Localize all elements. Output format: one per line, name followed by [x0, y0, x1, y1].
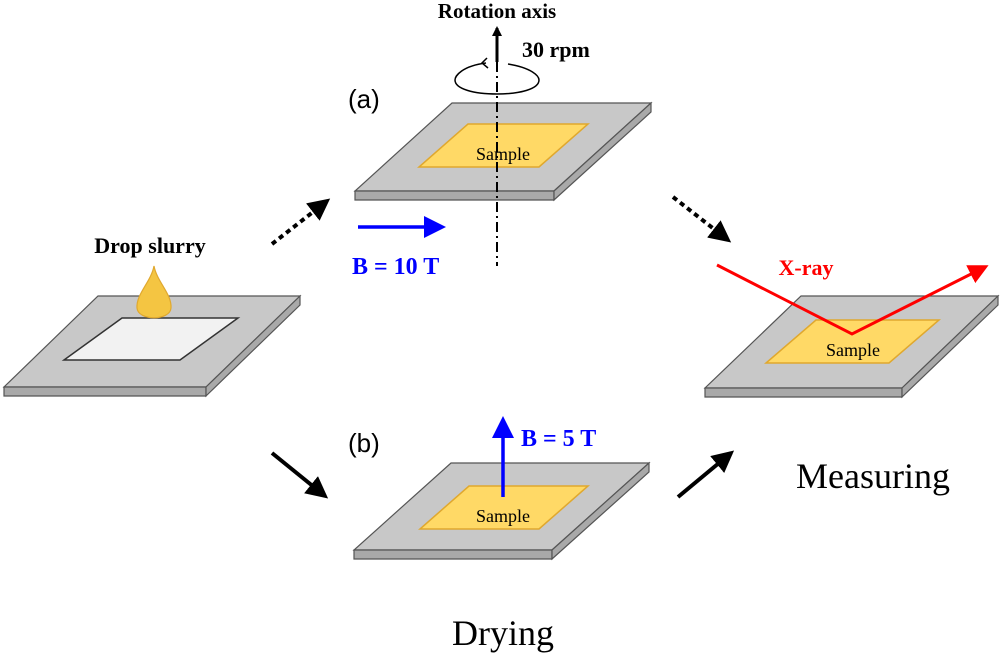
rotation-axis-label: Rotation axis [438, 0, 556, 23]
arrow-a-to-measuring [671, 195, 732, 243]
measuring-plate [703, 294, 1000, 399]
sample-b-label: Sample [476, 506, 530, 526]
sample-a [417, 123, 590, 168]
measuring-label: Measuring [796, 456, 950, 496]
sample-c-label: Sample [826, 340, 880, 360]
slurry-plate [2, 265, 302, 398]
rotation-direction-icon [454, 62, 540, 95]
rotating-plate [353, 101, 653, 202]
drying-label: Drying [452, 613, 554, 653]
static-plate [352, 461, 651, 561]
slurry-droplet-icon [136, 265, 172, 319]
field-b-label: B = 5 T [521, 426, 596, 452]
xray-label: X-ray [779, 255, 834, 280]
drop-slurry-label: Drop slurry [94, 233, 205, 258]
sample-b [418, 485, 590, 530]
xray-beam [716, 263, 989, 336]
arrow-to-b [270, 451, 329, 499]
arrow-to-a [270, 198, 331, 246]
arrow-b-to-measuring [676, 450, 735, 499]
rotation-speed-label: 30 rpm [522, 37, 590, 62]
sample-c [763, 319, 942, 364]
sample-a-label: Sample [476, 144, 530, 164]
slurry-well [61, 317, 241, 361]
panel-b-label: (b) [348, 428, 380, 458]
field-a-label: B = 10 T [352, 254, 439, 280]
panel-a-label: (a) [348, 84, 380, 114]
